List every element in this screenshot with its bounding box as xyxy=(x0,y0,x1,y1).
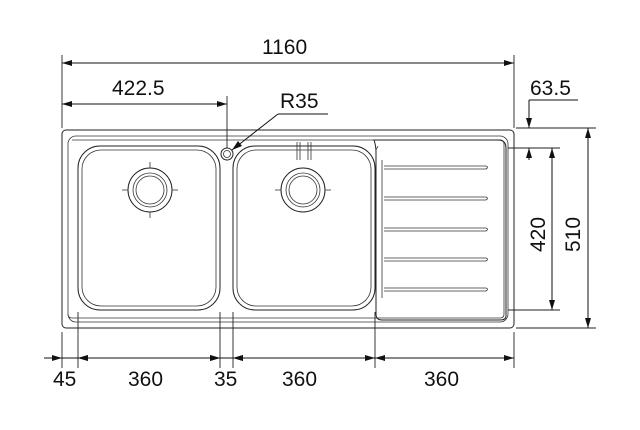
dim-inner-depth-label: 420 xyxy=(527,217,550,252)
dim-drainer-width: 360 xyxy=(375,355,514,391)
drain-left xyxy=(122,162,178,218)
drain-right xyxy=(275,167,331,213)
bowl-left xyxy=(77,145,221,311)
dim-bowl-1-width-label: 360 xyxy=(128,368,163,391)
dim-corner-radius: R35 xyxy=(231,90,328,151)
dim-first-bowl-offset: 422.5 xyxy=(62,77,228,148)
dim-first-bowl-offset-label: 422.5 xyxy=(112,77,165,100)
dim-corner-radius-label: R35 xyxy=(280,90,319,113)
dim-overall-depth: 510 xyxy=(516,127,596,329)
tap-marks xyxy=(296,142,312,160)
bowl-right xyxy=(232,145,376,311)
dim-overall-width: 1160 xyxy=(61,36,515,128)
dim-bowl-1-width: 360 xyxy=(78,355,220,391)
dim-overall-depth-label: 510 xyxy=(562,217,585,252)
dim-drainer-width-label: 360 xyxy=(424,368,459,391)
dim-bowl-gap: 35 xyxy=(210,355,243,391)
dim-overall-width-label: 1160 xyxy=(262,36,307,59)
drainer-board xyxy=(373,139,507,321)
dim-drainer-offset: 63.5 xyxy=(526,77,578,160)
sink-outline xyxy=(61,129,515,329)
dim-drainer-offset-label: 63.5 xyxy=(530,77,571,100)
bottom-extension-lines xyxy=(44,312,515,368)
overflow-hole xyxy=(220,147,234,161)
dim-left-edge: 45 xyxy=(52,355,88,391)
dim-bowl-2-width-label: 360 xyxy=(282,368,317,391)
dim-bowl-gap-label: 35 xyxy=(214,368,237,391)
dim-left-edge-label: 45 xyxy=(53,368,76,391)
dim-inner-depth: 420 xyxy=(508,147,560,311)
dim-bowl-2-width: 360 xyxy=(233,355,375,391)
